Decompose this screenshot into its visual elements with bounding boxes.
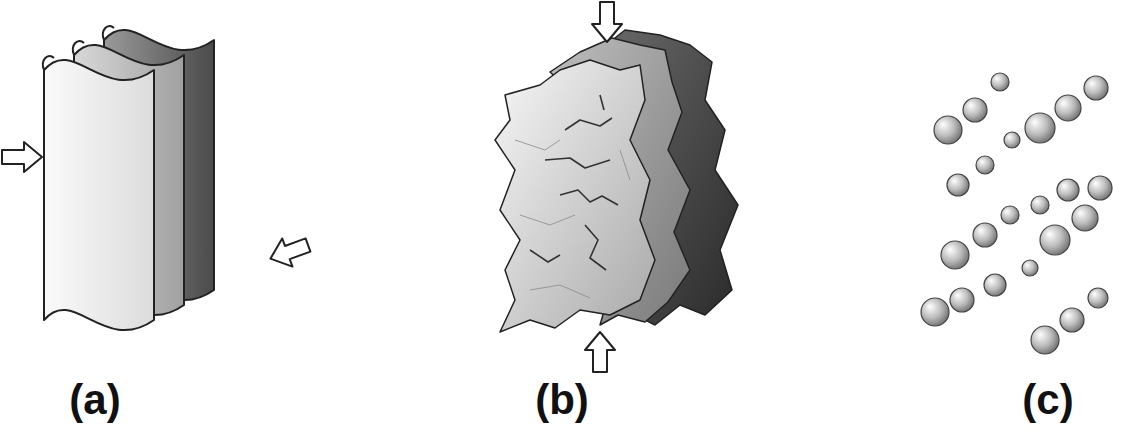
- pressure-arrow: [592, 2, 622, 42]
- sheet-curl: [43, 56, 54, 70]
- particles: [921, 73, 1112, 354]
- panel-label: (a): [69, 377, 120, 423]
- crumpled-sheets: [495, 30, 738, 332]
- pressure-arrow: [585, 332, 615, 372]
- pressure-arrow: [2, 142, 42, 172]
- crack-lines: [530, 95, 618, 270]
- sheet-curl: [103, 26, 114, 40]
- crease-lines: [515, 140, 630, 298]
- panel-label: (b): [535, 377, 589, 423]
- layered-sheets: [43, 26, 214, 330]
- sheet: [44, 60, 154, 330]
- sheet: [495, 60, 655, 332]
- panel-label: (c): [1022, 377, 1073, 423]
- pressure-arrow: [265, 231, 313, 273]
- sheet-curl: [73, 41, 84, 55]
